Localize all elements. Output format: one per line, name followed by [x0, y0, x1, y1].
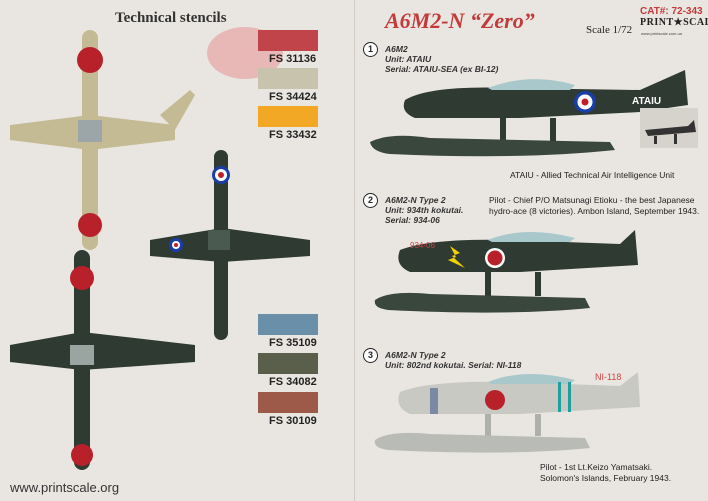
profile-3-type: A6M2-N Type 2: [385, 350, 446, 360]
profile-3-caption-line2: Solomon's Islands, February 1943.: [540, 473, 672, 483]
fs-code-35109: FS 35109: [269, 337, 317, 349]
profile-3-fuselage-marking: NI-118: [595, 372, 621, 382]
fs-code-34424: FS 34424: [269, 91, 317, 103]
profile-number-1: 1: [363, 42, 378, 57]
profile-3-caption-line1: Pilot - 1st Lt.Keizo Yamatsaki.: [540, 462, 653, 472]
plane-topview-tan: [10, 30, 195, 250]
website: www.printscale.org: [10, 480, 120, 495]
swatch-fs31136: [258, 30, 318, 51]
swatch-fs30109: [258, 392, 318, 413]
swatch-fs34082: [258, 353, 318, 374]
profile-2-caption-line1: Pilot - Chief P/O Matsunagi Etioku - the…: [489, 195, 695, 205]
profile-1-serial: Serial: ATAIU-SEA (ex BI-12): [385, 64, 499, 74]
catalog-number: CAT#: 72-343: [640, 6, 703, 17]
profile-1-type: A6M2: [385, 44, 408, 54]
plane-dark-bottom: [10, 250, 195, 470]
profile-1-seaplane: ATAIU: [370, 70, 688, 157]
brand-url: www.printscale.com.ua: [641, 31, 682, 36]
profile-number-3: 3: [363, 348, 378, 363]
swatch-fs34424: [258, 68, 318, 89]
profile-3-unit-serial: Unit: 802nd kokutai. Serial: NI-118: [385, 360, 522, 370]
main-title: A6M2-N “Zero”: [385, 8, 535, 33]
fs-code-34082: FS 34082: [269, 376, 317, 388]
profile-1-fuselage-marking: ATAIU: [632, 96, 661, 107]
profile-1-caption: ATAIU - Allied Technical Air Intelligenc…: [510, 170, 675, 180]
fs-code-31136: FS 31136: [269, 53, 317, 65]
profile-2-caption-line2: hydro-ace (8 victories). Ambon Island, S…: [489, 206, 700, 216]
profile-2-unit: Unit: 934th kokutai.: [385, 205, 464, 215]
svg-text:934-06: 934-06: [410, 241, 435, 250]
divider: [354, 0, 355, 501]
photo-thumbnail: [640, 108, 698, 148]
profile-3-seaplane: NI-118: [374, 372, 640, 453]
swatch-fs35109: [258, 314, 318, 335]
profile-number-2: 2: [363, 193, 378, 208]
swatch-fs33432: [258, 106, 318, 127]
stencils-title: Technical stencils: [115, 10, 227, 26]
plane-dark-roundel: [150, 150, 310, 340]
profile-2-seaplane: 934-06: [374, 230, 638, 313]
scale-label: Scale 1/72: [586, 24, 633, 36]
profile-1-unit: Unit: ATAIU: [385, 54, 432, 64]
fs-code-30109: FS 30109: [269, 415, 317, 427]
fs-code-33432: FS 33432: [269, 129, 317, 141]
profile-2-type: A6M2-N Type 2: [385, 195, 446, 205]
profile-2-serial: Serial: 934-06: [385, 215, 440, 225]
brand-logo: PRINT★SCALE: [640, 17, 708, 28]
